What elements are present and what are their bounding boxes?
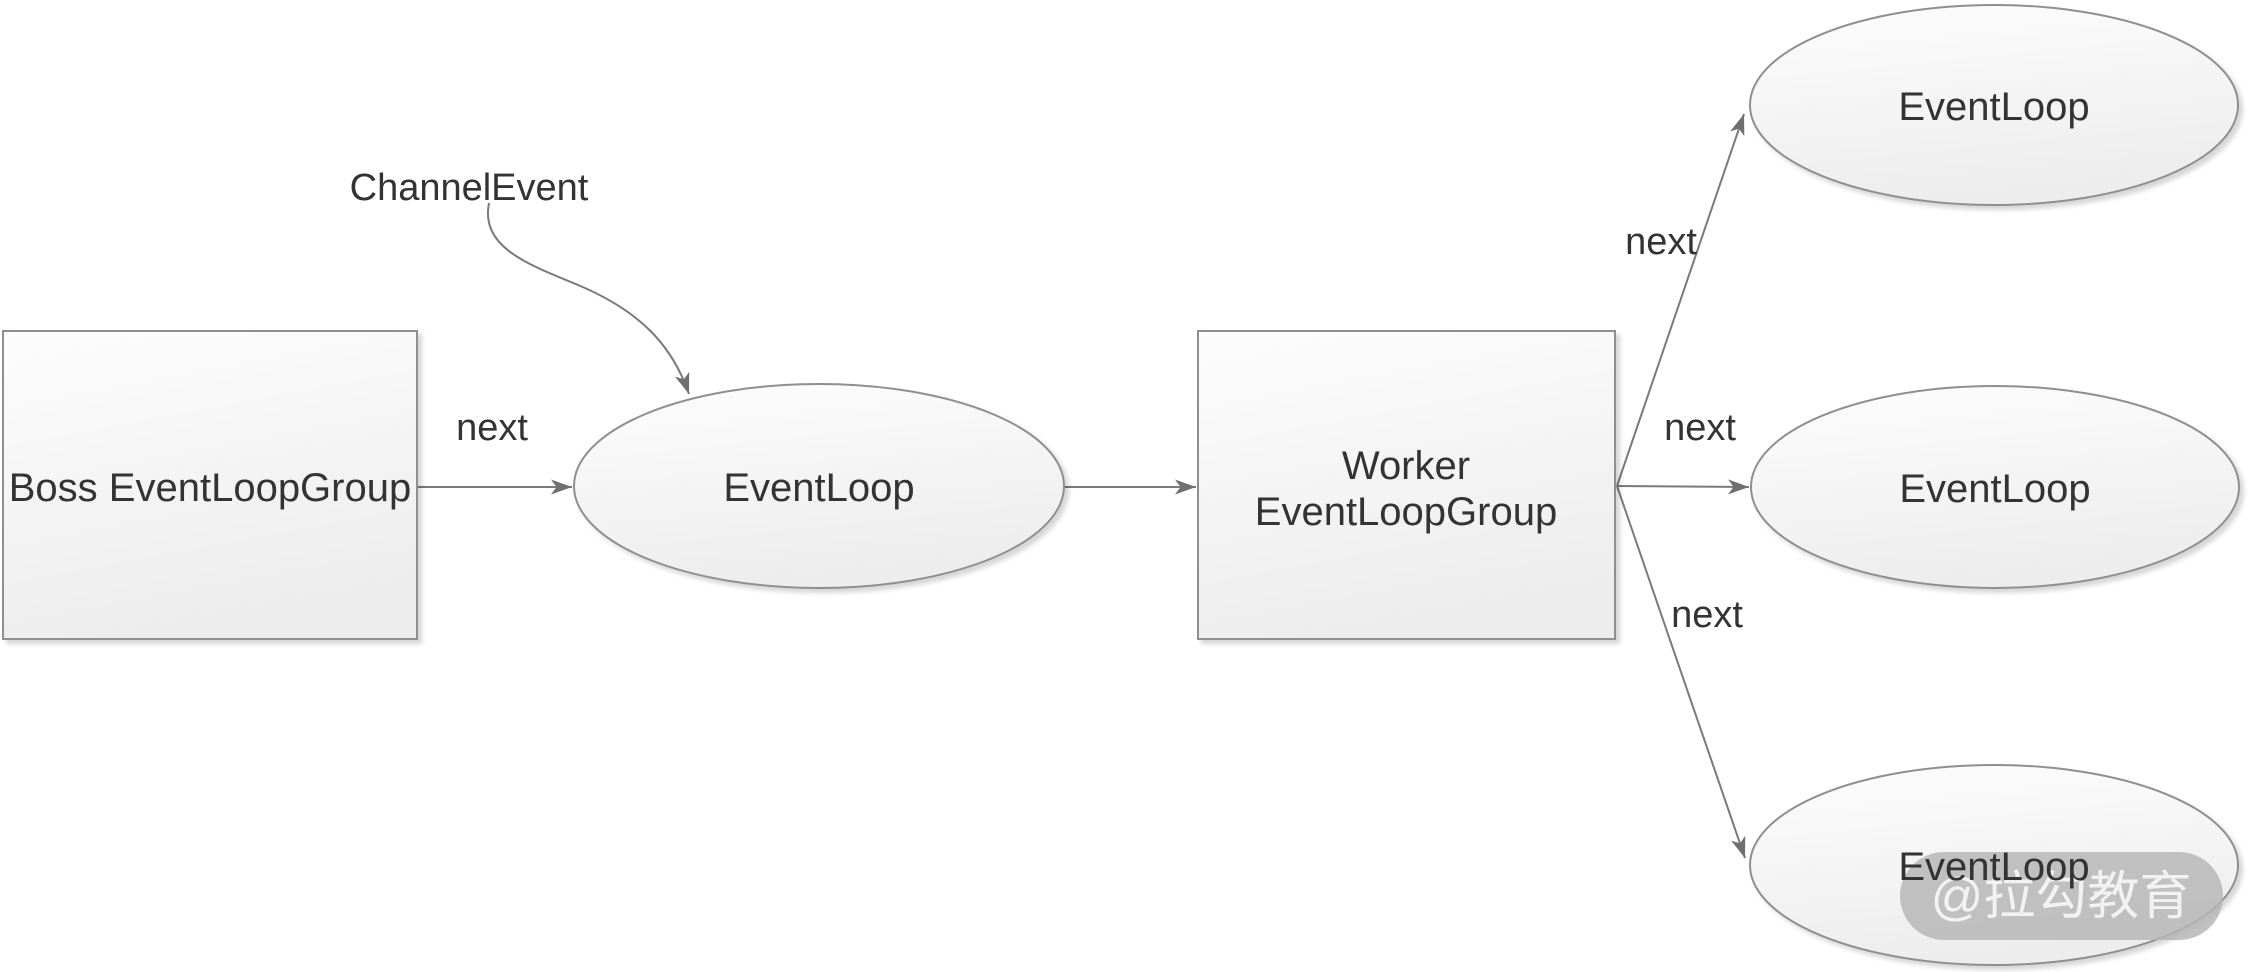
eventloop-top-node bbox=[1749, 4, 2239, 206]
label-channelevent: ChannelEvent bbox=[350, 167, 589, 209]
eventloop-main-node bbox=[573, 383, 1065, 589]
eventloop-main-label: EventLoop bbox=[723, 466, 914, 510]
edge-worker-to-bottom-eventloop bbox=[1616, 485, 1746, 859]
eventloop-middle-node bbox=[1750, 385, 2240, 589]
label-next-top: next bbox=[1625, 221, 1697, 263]
eventloop-middle-label: EventLoop bbox=[1899, 467, 2090, 511]
worker-eventloopgroup-label-line1: Worker bbox=[1342, 444, 1470, 488]
eventloop-bottom-label: EventLoop bbox=[1898, 845, 2089, 889]
watermark-text: @拉勾教育 bbox=[1931, 868, 2192, 926]
edge-worker-to-top-eventloop bbox=[1616, 113, 1745, 487]
boss-eventloopgroup-label: Boss EventLoopGroup bbox=[9, 466, 411, 510]
boss-eventloopgroup-node bbox=[2, 330, 418, 640]
watermark-badge bbox=[1900, 852, 2223, 940]
edge-channelevent-annotation bbox=[486, 202, 690, 395]
worker-eventloopgroup-node bbox=[1197, 330, 1616, 640]
label-next-middle: next bbox=[1664, 407, 1736, 449]
edge-worker-to-middle-eventloop bbox=[1616, 479, 1750, 495]
worker-eventloopgroup-label-line2: EventLoopGroup bbox=[1255, 490, 1557, 534]
eventloop-top-label: EventLoop bbox=[1898, 85, 2089, 129]
label-next-bottom: next bbox=[1671, 594, 1743, 636]
label-next-boss: next bbox=[456, 407, 528, 449]
